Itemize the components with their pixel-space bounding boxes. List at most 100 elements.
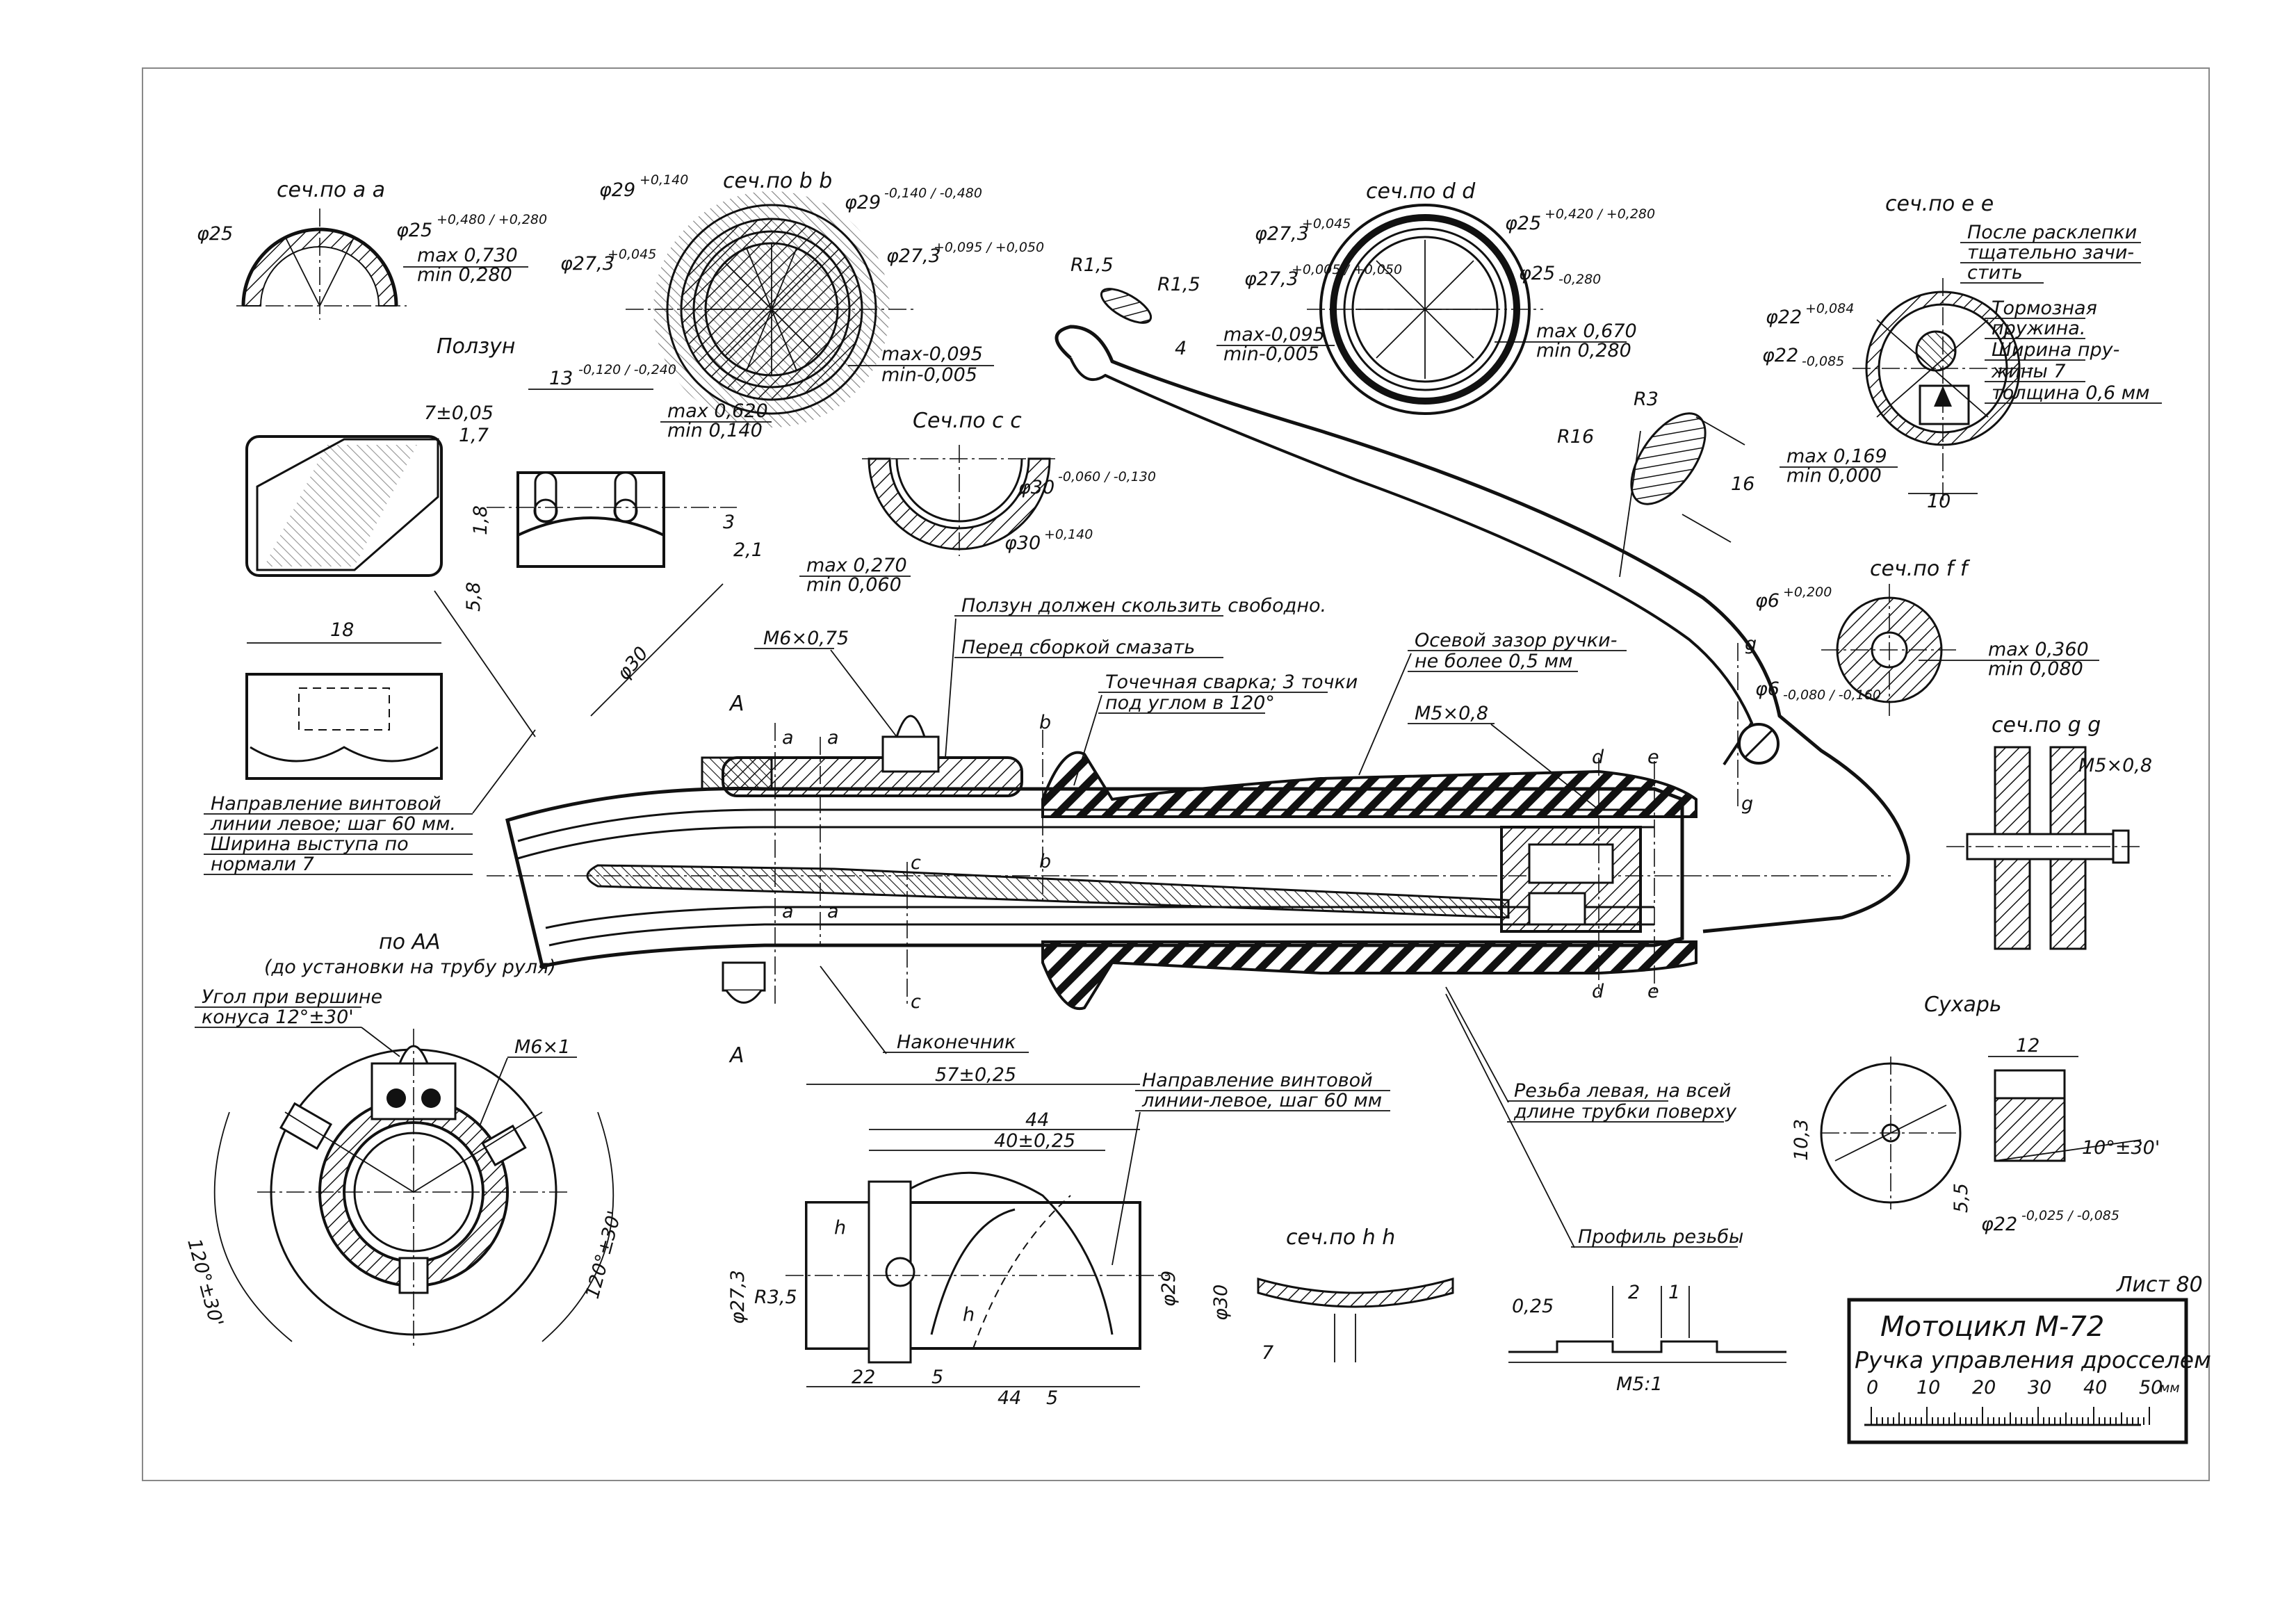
dim-dd-d273-tol: +0,045 bbox=[1302, 216, 1351, 231]
note-slide: Ползун должен скользить свободно. bbox=[961, 595, 1326, 617]
marker-d-1: d bbox=[1592, 747, 1604, 768]
dim-ee-d22b-tol: -0,085 bbox=[1802, 354, 1844, 369]
dim-polzun-3: 3 bbox=[723, 512, 735, 533]
title-line-2: Ручка управления дросселем bbox=[1855, 1346, 2211, 1373]
dim-polzun-21: 2,1 bbox=[733, 539, 763, 561]
note-grease: Перед сборкой смазать bbox=[961, 637, 1195, 658]
dim-ee-max: max 0,169 bbox=[1786, 446, 1887, 467]
marker-a-1: а bbox=[782, 727, 794, 749]
note-cone-1: Угол при вершине bbox=[202, 986, 382, 1008]
dim-polzun-18v: 1,8 bbox=[470, 505, 491, 535]
dim-dd-min: min-0,005 bbox=[1223, 343, 1319, 365]
dim-thread-1: 1 bbox=[1668, 1282, 1680, 1303]
dim-polzun-13-tol: -0,120 / -0,240 bbox=[578, 362, 676, 377]
lever-profiles: R1,5 R1,5 4 R3 R16 16 bbox=[1070, 254, 1754, 543]
section-hh-title: сеч.по h h bbox=[1286, 1225, 1395, 1250]
dim-aa-d25: φ25 bbox=[197, 223, 233, 245]
note-rivet-1: После расклепки bbox=[1967, 222, 2137, 243]
note-axial: Осевой зазор ручки- bbox=[1415, 630, 1617, 651]
dim-dd-d25b: φ25 bbox=[1519, 263, 1555, 284]
dim-r15a: R1,5 bbox=[1070, 254, 1114, 276]
note-spring-3: Ширина пру- bbox=[1992, 339, 2119, 361]
section-gg-title: сеч.по g g bbox=[1992, 713, 2101, 737]
marker-A-bottom: А bbox=[728, 1043, 744, 1068]
section-cc-title: Сеч.по с с bbox=[913, 409, 1022, 433]
dim-sukhar-103: 10,3 bbox=[1791, 1119, 1812, 1161]
note-thread: Резьба левая, на всей bbox=[1514, 1080, 1731, 1102]
dim-cc-max: max 0,270 bbox=[806, 555, 907, 576]
scale-tick-50: 50 bbox=[2139, 1377, 2163, 1398]
dim-r15b: R1,5 bbox=[1157, 274, 1200, 295]
dim-ff-min: min 0,080 bbox=[1988, 658, 2083, 680]
note-spring-4: жины 7 bbox=[1991, 361, 2066, 382]
scale-tick-40: 40 bbox=[2083, 1377, 2107, 1398]
marker-h-1: h bbox=[834, 1217, 846, 1239]
dim-bb-d273b-tol: +0,095 / +0,050 bbox=[934, 240, 1044, 255]
dim-ee-d22: φ22 bbox=[1766, 307, 1802, 328]
polzun-title: Ползун bbox=[437, 334, 515, 359]
dim-polzun-7: 7±0,05 bbox=[424, 402, 494, 424]
section-dd-title: сеч.по d d bbox=[1366, 179, 1476, 204]
title-line-1: Мотоцикл М-72 bbox=[1880, 1311, 2104, 1343]
scale-unit: мм bbox=[2160, 1380, 2180, 1396]
dim-AA-120b: 120°±30' bbox=[582, 1209, 626, 1301]
dim-polzun-58: 5,8 bbox=[463, 582, 485, 612]
main-assembly bbox=[487, 325, 1910, 1011]
dim-polzun-18: 18 bbox=[330, 619, 354, 641]
dim-polzun-d30: φ30 bbox=[613, 643, 653, 685]
dim-dd-d25-tol: +0,420 / +0,280 bbox=[1545, 206, 1655, 222]
dim-bb-d29-tol: +0,140 bbox=[640, 172, 688, 188]
dim-sukhar-55: 5,5 bbox=[1951, 1183, 1972, 1213]
dim-polzun-17: 1,7 bbox=[459, 425, 489, 446]
dim-dd-max2: max 0,670 bbox=[1536, 320, 1637, 342]
dim-aa-d25-tol: +0,480 / +0,280 bbox=[437, 212, 547, 227]
scale-tick-0: 0 bbox=[1866, 1377, 1878, 1398]
dim-dd-max: max-0,095 bbox=[1223, 324, 1325, 345]
dim-ff-d6-tol: +0,200 bbox=[1783, 585, 1832, 600]
dim-bb-d29b: φ29 bbox=[845, 192, 881, 213]
section-cc: Сеч.по с с φ30 -0,060 / -0,130 φ30 +0,14… bbox=[799, 409, 1156, 596]
dim-tip-r35: R3,5 bbox=[754, 1287, 797, 1308]
marker-c-1: с bbox=[911, 852, 921, 874]
dim-dd-d273b-tol: +0,005 / +0,050 bbox=[1292, 262, 1402, 277]
marker-g-2: g bbox=[1741, 793, 1753, 815]
dim-tip-5b: 5 bbox=[1046, 1387, 1058, 1409]
nakonechnik-view: 57±0,25 44 40±0,25 22 5 44 5 R3,5 φ27,3 … bbox=[727, 1064, 1390, 1409]
dim-ee-min: min 0,000 bbox=[1786, 465, 1882, 487]
note-axial2: не более 0,5 мм bbox=[1415, 651, 1572, 672]
note-weld2: под углом в 120° bbox=[1105, 692, 1275, 714]
section-gg: сеч.по g g М5×0,8 bbox=[1946, 713, 2152, 950]
section-ff-title: сеч.по f f bbox=[1870, 557, 1971, 581]
dim-bb-d273b: φ27,3 bbox=[886, 245, 941, 267]
dim-tip-44a: 44 bbox=[1025, 1109, 1049, 1131]
note-spring-2: пружина. bbox=[1992, 318, 2085, 339]
dim-dd-d273b: φ27,3 bbox=[1244, 268, 1298, 290]
section-ff: сеч.по f f φ6 +0,200 φ6 -0,080 / -0,160 … bbox=[1755, 557, 2099, 716]
dim-dd-min2: min 0,280 bbox=[1536, 340, 1631, 361]
dim-cc-d30b-tol: +0,140 bbox=[1044, 527, 1093, 542]
dim-cc-d30b: φ30 bbox=[1004, 532, 1041, 554]
dim-ee-10: 10 bbox=[1927, 491, 1951, 512]
section-aa-title: сеч.по а а bbox=[277, 178, 385, 202]
note-helix-tip-1: Направление винтовой bbox=[1142, 1070, 1373, 1091]
dim-tip-57: 57±0,25 bbox=[935, 1064, 1016, 1086]
marker-e-1: е bbox=[1647, 747, 1659, 768]
dim-thread-025: 0,25 bbox=[1512, 1296, 1554, 1317]
dim-sukhar-d22-tol: -0,025 / -0,085 bbox=[2021, 1208, 2119, 1223]
dim-4: 4 bbox=[1175, 338, 1187, 359]
sukhar-view: Сухарь 12 10,3 5,5 10°±30' φ22 -0,025 / … bbox=[1791, 993, 2160, 1235]
dim-ee-d22-tol: +0,084 bbox=[1805, 301, 1854, 316]
note-rivet-2: тщательно зачи- bbox=[1967, 242, 2134, 263]
note-helix-2: линии левое; шаг 60 мм. bbox=[210, 813, 456, 835]
dim-r16: R16 bbox=[1557, 426, 1594, 448]
dim-AA-120a: 120°±30' bbox=[183, 1237, 227, 1329]
dim-r3: R3 bbox=[1634, 389, 1659, 410]
dim-tip-d273: φ27,3 bbox=[727, 1270, 749, 1324]
sheet-number: Лист 80 bbox=[2116, 1273, 2203, 1297]
dim-gg-m5: М5×0,8 bbox=[2078, 755, 2152, 776]
dim-bb-min: min-0,005 bbox=[881, 364, 977, 386]
dim-tip-22: 22 bbox=[852, 1367, 875, 1388]
note-profile: Профиль резьбы bbox=[1578, 1226, 1743, 1248]
dim-bb-max2: max 0,620 bbox=[667, 400, 768, 422]
